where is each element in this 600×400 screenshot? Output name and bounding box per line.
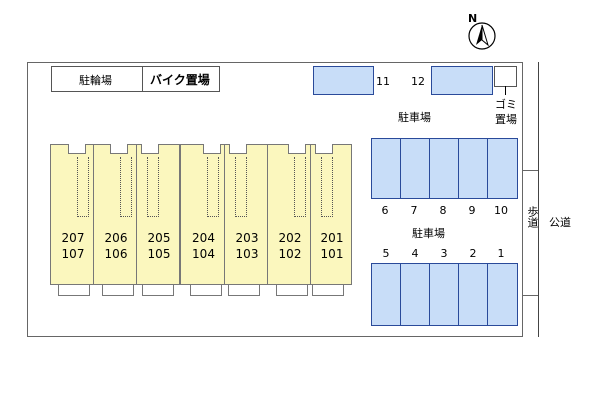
garbage-label-line2: 置場 — [495, 113, 517, 126]
unit-106-label: 106 — [104, 247, 128, 261]
motorbike-parking: バイク置場 — [142, 66, 220, 92]
road-edge-line — [538, 62, 539, 337]
parking-space-8 — [429, 138, 459, 199]
unit-205-label: 205 — [147, 231, 171, 245]
unit-dotted-outline — [147, 157, 159, 217]
unit-206-label: 206 — [104, 231, 128, 245]
unit-notch — [203, 144, 221, 154]
parking-space-7-label: 7 — [410, 204, 418, 217]
garbage-leader-line — [505, 86, 506, 95]
unit-dotted-outline — [207, 157, 219, 217]
unit-dotted-outline — [321, 157, 333, 217]
unit-207-label: 207 — [61, 231, 85, 245]
sidewalk-strip — [523, 170, 538, 296]
unit-102-label: 102 — [278, 247, 302, 261]
parking-space-12 — [431, 66, 493, 95]
parking-space-2-label: 2 — [469, 247, 477, 260]
unit-203-label: 203 — [235, 231, 259, 245]
bicycle-parking-label: 駐輪場 — [79, 74, 112, 87]
unit-207-107: 207 107 — [50, 144, 94, 285]
parking-space-1 — [487, 263, 518, 326]
unit-dotted-outline — [77, 157, 89, 217]
unit-notch — [288, 144, 306, 154]
bicycle-parking: 駐輪場 — [51, 66, 144, 92]
parking-space-4-label: 4 — [411, 247, 419, 260]
garbage-area — [494, 66, 517, 87]
apartment-building: 207 107 206 106 205 105 204 104 — [50, 144, 352, 297]
unit-notch — [229, 144, 247, 154]
garbage-label-line1: ゴミ — [495, 98, 517, 111]
parking-space-1-label: 1 — [497, 247, 505, 260]
unit-notch — [141, 144, 159, 154]
unit-202-label: 202 — [278, 231, 302, 245]
unit-204-104-step — [190, 285, 222, 296]
unit-dotted-outline — [294, 157, 306, 217]
unit-205-105: 205 105 — [136, 144, 180, 285]
unit-202-102: 202 102 — [267, 144, 311, 285]
unit-notch — [315, 144, 333, 154]
unit-201-label: 201 — [320, 231, 344, 245]
parking-row-upper — [371, 138, 518, 199]
motorbike-parking-label: バイク置場 — [150, 73, 210, 87]
parking-space-8-label: 8 — [439, 204, 447, 217]
unit-105-label: 105 — [147, 247, 171, 261]
north-label: N — [468, 12, 478, 25]
unit-203-103: 203 103 — [224, 144, 268, 285]
parking-space-5-label: 5 — [382, 247, 390, 260]
parking-space-9-label: 9 — [468, 204, 476, 217]
parking-space-3-label: 3 — [440, 247, 448, 260]
parking-space-11 — [313, 66, 374, 95]
parking-space-6-label: 6 — [381, 204, 389, 217]
sidewalk-label: 歩道 — [526, 206, 539, 228]
parking-row-lower — [371, 263, 518, 326]
unit-notch — [68, 144, 86, 154]
parking-space-3 — [429, 263, 459, 326]
parking-space-10-label: 10 — [494, 204, 508, 217]
unit-101-label: 101 — [320, 247, 344, 261]
unit-dotted-outline — [235, 157, 247, 217]
public-road-label: 公道 — [549, 216, 571, 229]
parking-space-10 — [487, 138, 518, 199]
parking-space-12-label: 12 — [411, 75, 425, 88]
unit-205-105-step — [142, 285, 174, 296]
lot-boundary — [27, 62, 523, 337]
unit-103-label: 103 — [235, 247, 259, 261]
unit-203-103-step — [228, 285, 260, 296]
unit-201-101: 201 101 — [310, 144, 352, 285]
unit-206-106-step — [102, 285, 134, 296]
unit-104-label: 104 — [192, 247, 215, 261]
unit-202-102-step — [276, 285, 308, 296]
parking-space-11-label: 11 — [376, 75, 390, 88]
unit-204-104: 204 104 — [180, 144, 225, 285]
parking-space-5 — [371, 263, 401, 326]
parking-space-6 — [371, 138, 401, 199]
parking-lot-top-label: 駐車場 — [398, 111, 431, 124]
unit-dotted-outline — [120, 157, 132, 217]
parking-space-9 — [458, 138, 488, 199]
unit-201-101-step — [312, 285, 344, 296]
unit-204-label: 204 — [192, 231, 215, 245]
unit-206-106: 206 106 — [93, 144, 137, 285]
unit-notch — [110, 144, 128, 154]
parking-space-4 — [400, 263, 430, 326]
unit-107-label: 107 — [61, 247, 85, 261]
parking-space-2 — [458, 263, 488, 326]
parking-space-7 — [400, 138, 430, 199]
unit-207-107-step — [58, 285, 90, 296]
north-arrow-icon: N — [462, 12, 498, 52]
parking-lot-bottom-label: 駐車場 — [412, 227, 445, 240]
